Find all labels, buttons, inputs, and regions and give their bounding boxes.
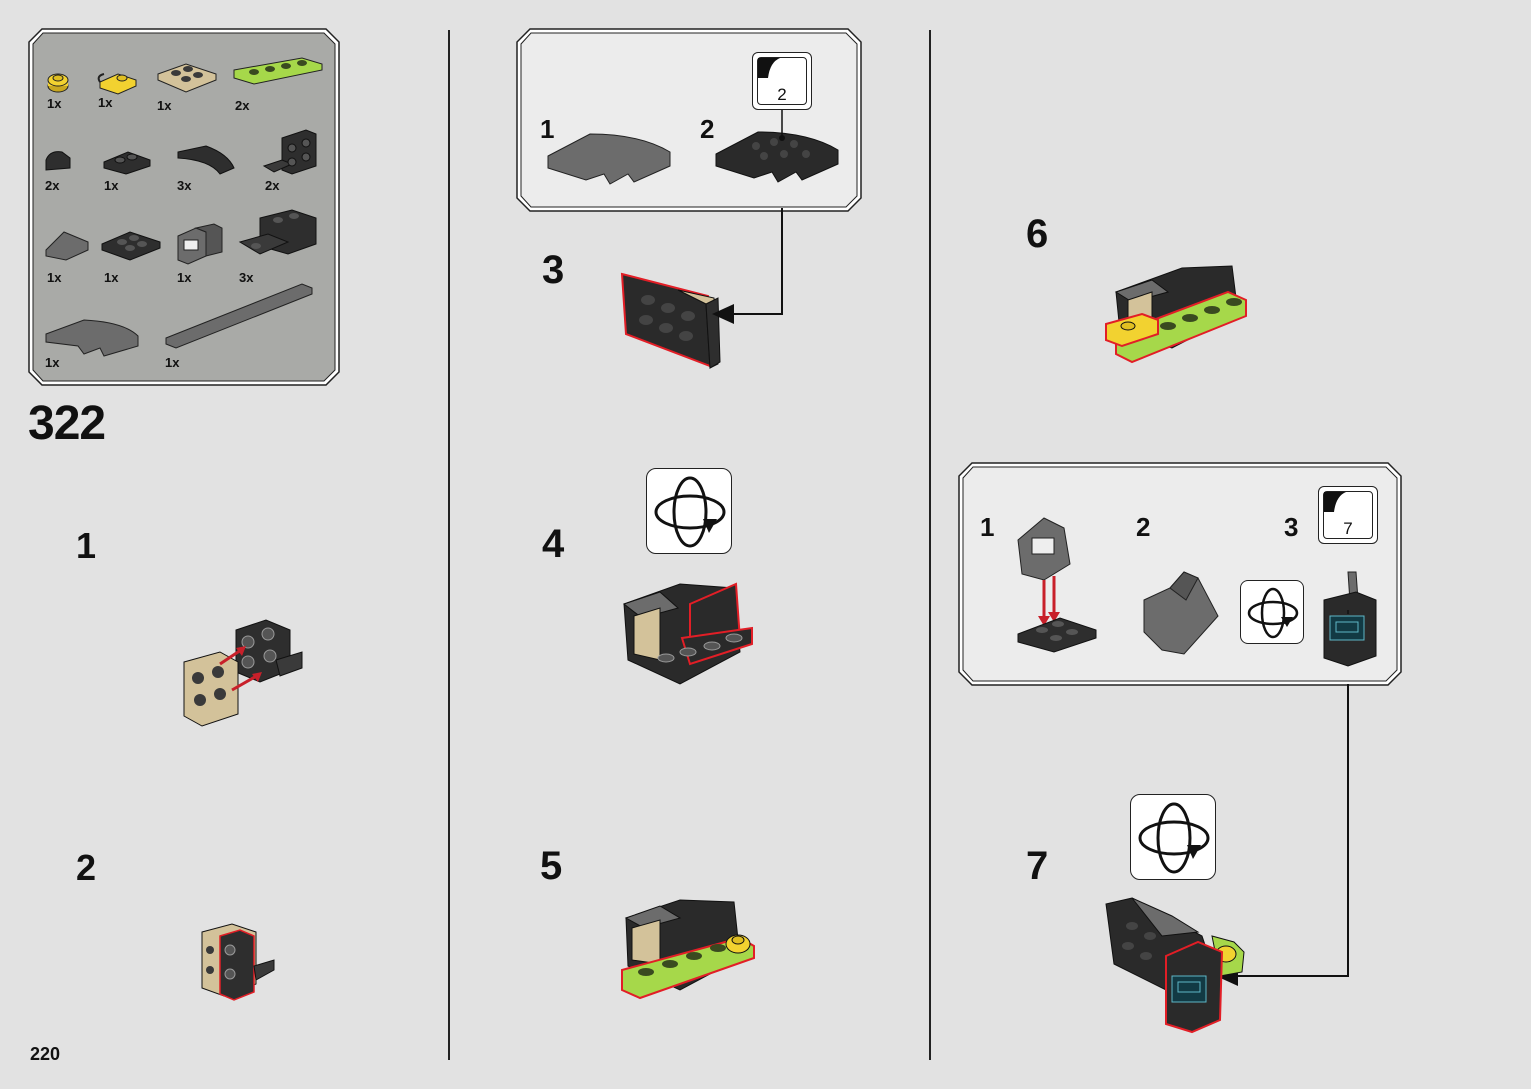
part-grey-slope-2x1 (44, 228, 90, 264)
subassembly-b-step-2: 2 (1136, 514, 1150, 540)
subassembly-b-part-3 (1320, 570, 1380, 670)
step-number-7: 7 (1026, 846, 1048, 886)
qty-label: 3x (177, 178, 191, 193)
part-dark-bracket-2x2-inverted (238, 208, 320, 264)
qty-label: 2x (45, 178, 59, 193)
step-number-5: 5 (540, 846, 562, 886)
qty-label: 1x (47, 96, 61, 111)
qty-label: 1x (45, 355, 59, 370)
qty-label: 1x (47, 270, 61, 285)
column-divider-left (448, 30, 450, 1060)
qty-label: 2x (265, 178, 279, 193)
step-number-6: 6 (1026, 214, 1048, 254)
rotate-model-icon (646, 468, 732, 554)
step-1-illustration (180, 612, 310, 732)
rotate-model-icon-step7 (1130, 794, 1216, 880)
qty-label: 2x (235, 98, 249, 113)
sticker-number: 7 (1319, 519, 1377, 539)
step-number-4: 4 (542, 524, 564, 564)
qty-label: 1x (157, 98, 171, 113)
rotate-model-icon-small (1240, 580, 1304, 644)
subassembly-b-step-3: 3 (1284, 514, 1298, 540)
step-number-2: 2 (76, 848, 96, 888)
part-dark-1x2-plate (102, 148, 152, 176)
callout-arrow-a (712, 208, 792, 318)
part-yellow-plate-with-clip (96, 66, 140, 96)
step-number-3: 3 (542, 250, 564, 290)
qty-label: 1x (104, 270, 118, 285)
page-number: 220 (30, 1044, 60, 1065)
step-4-illustration (620, 580, 760, 690)
part-grey-tile-1x8 (164, 282, 314, 352)
step-5-illustration (620, 894, 760, 1004)
sticker-callout-b: 7 (1318, 486, 1378, 544)
sticker-number: 2 (753, 85, 811, 105)
step-number-1: 1 (76, 526, 96, 566)
part-dark-2x2-plate-with-studs (100, 228, 162, 264)
step-2-illustration (200, 920, 280, 1004)
part-dark-curved-slope-1x1 (44, 148, 74, 174)
qty-label: 1x (177, 270, 191, 285)
subassembly-b-part-1 (1014, 514, 1104, 654)
part-grey-curved-slope-2x4 (44, 316, 140, 360)
qty-label: 3x (239, 270, 253, 285)
set-step-number: 322 (28, 400, 105, 448)
subassembly-a-part-1 (544, 126, 674, 190)
part-tan-2x2-plate (156, 60, 218, 94)
part-grey-windscreen (174, 222, 224, 268)
qty-label: 1x (104, 178, 118, 193)
step-6-illustration (1102, 262, 1252, 372)
qty-label: 1x (98, 95, 112, 110)
subassembly-b-step-1: 1 (980, 514, 994, 540)
part-lime-1x4-plate (232, 56, 324, 86)
column-divider-right (929, 30, 931, 1060)
part-dark-bracket-2x2 (262, 128, 320, 176)
subassembly-b-part-2 (1140, 570, 1224, 660)
subassembly-a-part-2 (712, 124, 842, 188)
step-7-illustration (1102, 896, 1252, 1036)
qty-label: 1x (165, 355, 179, 370)
part-dark-curved-slope-2x2 (176, 144, 236, 176)
sticker-callout-a: 2 (752, 52, 812, 110)
